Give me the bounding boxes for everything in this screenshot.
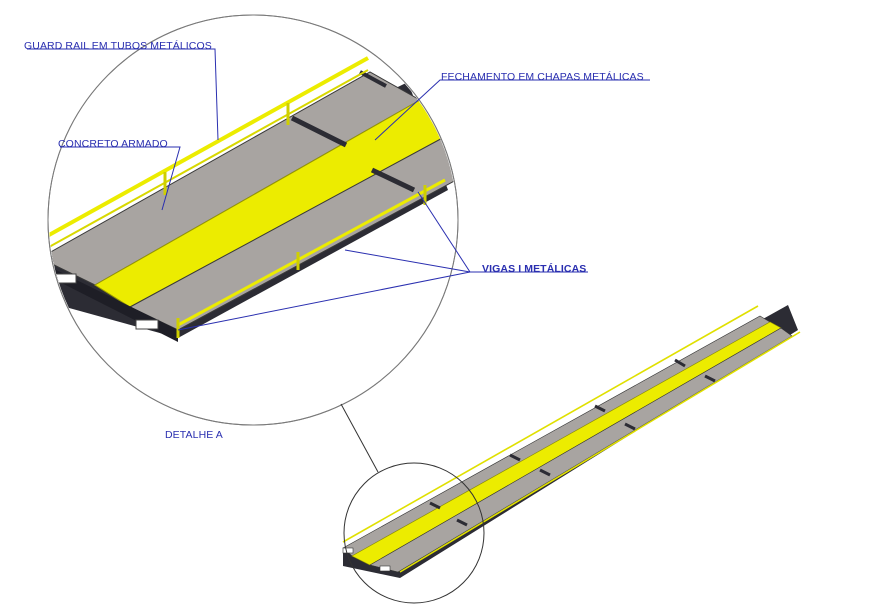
detail-beam-end-right [135, 319, 159, 330]
label-concreto-armado: CONCRETO ARMADO [58, 138, 168, 150]
overview-yellow-plate [351, 321, 782, 566]
label-vigas-metalicas: VIGAS I METÁLICAS [482, 263, 587, 275]
overview-guard-rail [342, 305, 759, 543]
label-fechamento: FECHAMENTO EM CHAPAS METÁLICAS [441, 71, 644, 83]
detail-guard-rail-mid [49, 69, 369, 253]
label-guard-rail: GUARD RAIL EM TUBOS METÁLICOS [24, 40, 212, 52]
detail-beam-end-left [55, 273, 77, 284]
overview-cross-joints [429, 358, 716, 527]
leader-fechamento [374, 79, 650, 141]
detail-cross-beam-2 [370, 167, 416, 193]
detail-guard-rail-top [49, 56, 369, 242]
detail-a-view [47, 14, 459, 426]
detail-connector-line [340, 403, 379, 473]
detail-far-rail [177, 178, 446, 327]
label-detalhe-a: DETALHE A [165, 429, 223, 441]
leader-vigas-2 [344, 249, 471, 273]
overview-guard-rail-far [399, 331, 801, 573]
walkway-overview [342, 305, 801, 578]
leader-guard-rail [27, 48, 219, 141]
leader-concreto [60, 146, 181, 211]
overview-concrete-right [369, 327, 793, 573]
detail-cross-beam-1 [290, 115, 348, 148]
detail-cross-beam-3 [359, 70, 387, 88]
leader-vigas-1 [417, 191, 471, 273]
detail-a-marker-circle [343, 462, 485, 604]
leader-vigas-3 [177, 271, 471, 331]
annotation-leaders [27, 48, 650, 331]
